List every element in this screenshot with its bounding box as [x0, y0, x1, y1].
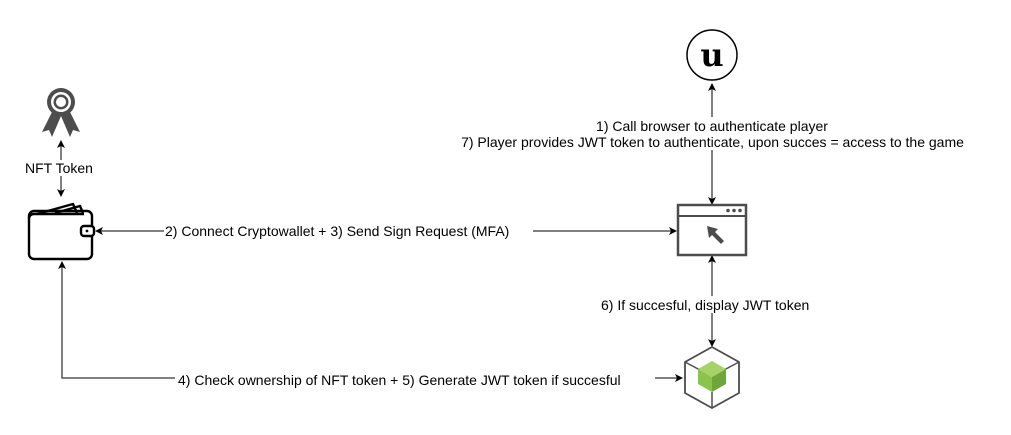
- cube-service-icon: [684, 345, 740, 410]
- edge-label-wallet-browser: 2) Connect Cryptowallet + 3) Send Sign R…: [164, 223, 511, 239]
- svg-text:u: u: [700, 36, 723, 74]
- edge-wallet-backend: [58, 261, 683, 382]
- award-ribbon-icon: [42, 88, 80, 137]
- edge-label-step-1: 1) Call browser to authenticate player: [592, 118, 832, 134]
- edge-label-wallet-backend: 4) Check ownership of NFT token + 5) Gen…: [176, 372, 623, 388]
- edge-label-step-7: 7) Player provides JWT token to authenti…: [440, 134, 985, 150]
- browser-window-icon: [676, 203, 748, 257]
- edge-label-browser-backend: 6) If succesful, display JWT token: [601, 297, 810, 313]
- unreal-engine-logo-icon: u: [686, 29, 738, 81]
- wallet-icon: [27, 202, 96, 261]
- nft-token-label: NFT Token: [25, 160, 93, 176]
